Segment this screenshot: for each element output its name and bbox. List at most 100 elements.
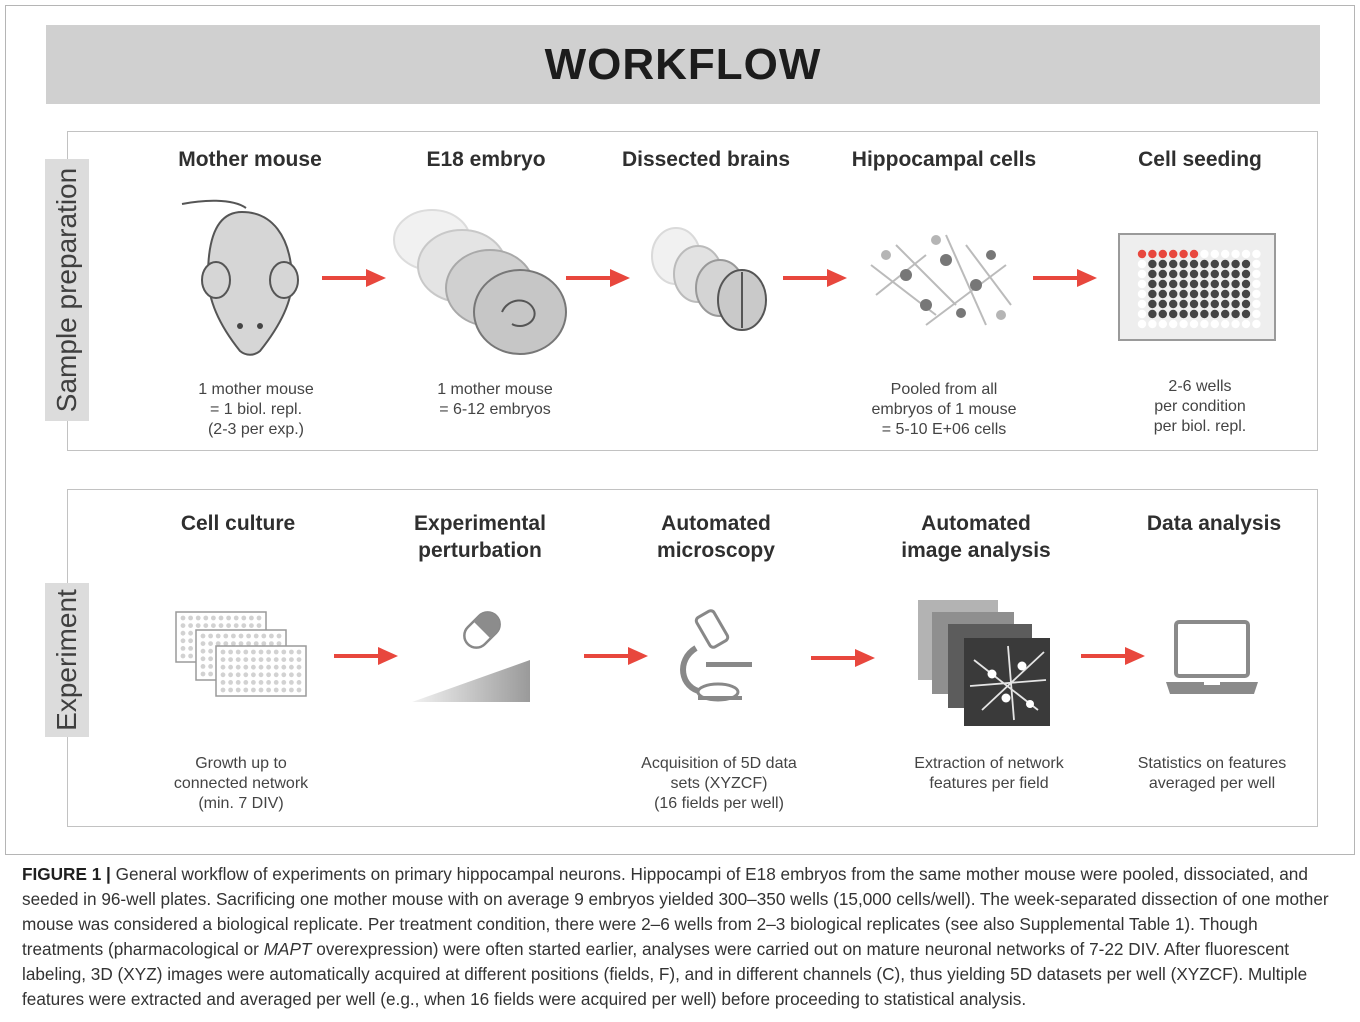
brain-icon xyxy=(651,227,767,331)
plate-well xyxy=(1210,319,1219,329)
arrow-icon xyxy=(322,268,386,288)
plate-well xyxy=(1189,299,1199,309)
step-title-hippocampal-cells: Hippocampal cells xyxy=(851,148,1037,171)
plate-well xyxy=(1158,309,1167,319)
plate-well xyxy=(1210,289,1219,299)
workflow-banner: WORKFLOW xyxy=(46,25,1320,104)
plate-well xyxy=(1148,299,1157,309)
embryo-icon xyxy=(393,209,567,355)
step-caption-data-analysis: Statistics on features averaged per well xyxy=(1137,755,1287,792)
plate-well xyxy=(1158,289,1167,299)
experiment-label: Experiment xyxy=(51,589,82,731)
step-title-experimental-perturbation: Experimental perturbation xyxy=(414,512,546,562)
plate-well xyxy=(1169,279,1178,289)
figure-caption-label: FIGURE 1 | xyxy=(22,864,111,884)
plate-well xyxy=(1189,279,1199,289)
step-title-automated-microscopy: Automated microscopy xyxy=(657,512,775,562)
plate-well xyxy=(1158,279,1167,289)
step-title-cell-culture: Cell culture xyxy=(180,512,296,535)
plate-well xyxy=(1148,259,1157,269)
plate-well xyxy=(1221,309,1230,319)
plate-well xyxy=(1148,319,1157,329)
step-caption-e18-embryo: 1 mother mouse = 6-12 embryos xyxy=(437,381,553,418)
step-title-cell-seeding: Cell seeding xyxy=(1138,148,1262,171)
plate-well xyxy=(1200,289,1209,299)
plate-well xyxy=(1148,269,1157,279)
step-caption-mother-mouse: 1 mother mouse = 1 biol. repl. (2-3 per … xyxy=(198,381,314,438)
plate-well xyxy=(1179,309,1188,319)
plate-well xyxy=(1200,269,1209,279)
plate-well xyxy=(1179,319,1188,329)
step-caption-hippocampal-cells: Pooled from all embryos of 1 mouse = 5-1… xyxy=(871,381,1017,438)
plate-well xyxy=(1148,289,1157,299)
plate-well xyxy=(1179,299,1188,309)
plate-well xyxy=(1210,249,1219,259)
plate-well xyxy=(1241,249,1251,259)
plate-well xyxy=(1137,299,1147,309)
plate-well xyxy=(1231,289,1240,299)
plate-well xyxy=(1158,259,1167,269)
plate-well xyxy=(1158,319,1167,329)
plate-well xyxy=(1221,289,1230,299)
plate-well xyxy=(1169,249,1178,259)
plate-well xyxy=(1169,289,1178,299)
plate-well xyxy=(1158,269,1167,279)
experiment-tab: Experiment xyxy=(45,583,89,737)
plate-well xyxy=(1158,249,1167,259)
plate-well xyxy=(1241,319,1251,329)
step-title-data-analysis: Data analysis xyxy=(1146,512,1282,535)
image-stack-icon xyxy=(918,600,1050,726)
mouse-icon xyxy=(181,199,299,356)
plate-well xyxy=(1200,309,1209,319)
plate-well xyxy=(1231,269,1240,279)
plate-well xyxy=(1189,269,1199,279)
plate-well xyxy=(1241,279,1251,289)
plate-well xyxy=(1158,299,1167,309)
microscope-icon xyxy=(680,609,752,702)
plate-well xyxy=(1231,319,1240,329)
arrow-icon xyxy=(584,646,648,666)
arrow-icon xyxy=(334,646,398,666)
plate-well xyxy=(1231,309,1240,319)
plate-well xyxy=(1241,299,1251,309)
plate-well xyxy=(1169,309,1178,319)
plate-well xyxy=(1252,279,1261,289)
sample-preparation-tab: Sample preparation xyxy=(45,159,89,421)
step-caption-automated-image-analysis: Extraction of network features per field xyxy=(914,755,1064,792)
plate-well xyxy=(1210,269,1219,279)
plate-well xyxy=(1137,279,1147,289)
plate-well xyxy=(1221,269,1230,279)
plate-well xyxy=(1179,259,1188,269)
plate-well xyxy=(1252,269,1261,279)
arrow-icon xyxy=(566,268,630,288)
step-caption-automated-microscopy: Acquisition of 5D data sets (XYZCF) (16 … xyxy=(641,755,797,812)
plate-well xyxy=(1137,259,1147,269)
plate-well xyxy=(1148,249,1157,259)
plate-well xyxy=(1241,259,1251,269)
plate-well xyxy=(1189,249,1199,259)
plate-well xyxy=(1169,299,1178,309)
plate-well xyxy=(1221,279,1230,289)
plate-well xyxy=(1148,279,1157,289)
arrow-icon xyxy=(811,648,875,668)
plate-well xyxy=(1200,259,1209,269)
figure-frame xyxy=(5,5,1355,855)
step-title-mother-mouse: Mother mouse xyxy=(178,148,322,171)
plate-well xyxy=(1179,249,1188,259)
plate-well xyxy=(1252,249,1261,259)
plate-well xyxy=(1210,279,1219,289)
plate-well xyxy=(1200,319,1209,329)
stacked-plates-icon xyxy=(174,610,314,705)
plate-well xyxy=(1231,299,1240,309)
plate-well xyxy=(1241,289,1251,299)
plate-well xyxy=(1252,319,1261,329)
sample-preparation-label: Sample preparation xyxy=(51,167,82,413)
step-title-dissected-brains: Dissected brains xyxy=(621,148,791,171)
plate-well xyxy=(1179,279,1188,289)
step-title-e18-embryo: E18 embryo xyxy=(426,148,546,171)
plate-well xyxy=(1210,299,1219,309)
step-title-automated-image-analysis: Automated image analysis xyxy=(901,512,1051,562)
pill-gradient-icon xyxy=(412,611,530,702)
plate-well xyxy=(1221,319,1230,329)
figure-caption-text-1: General workflow of experiments on prima… xyxy=(22,864,1329,959)
